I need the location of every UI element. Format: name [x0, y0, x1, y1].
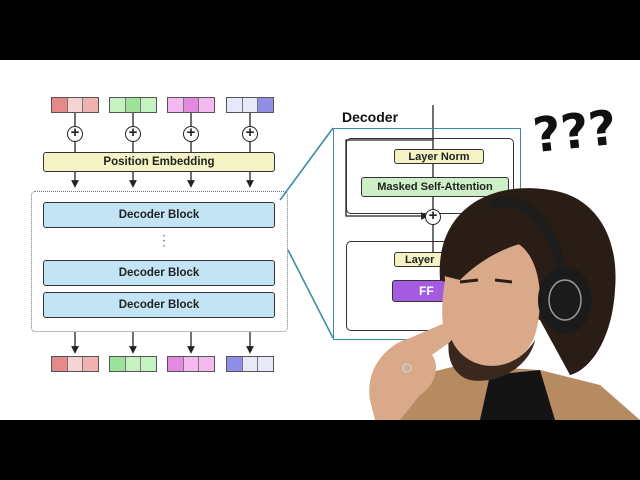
zoom-line-bottom [287, 249, 334, 339]
input-arrows [71, 113, 254, 354]
input-token-blue [226, 97, 274, 113]
add-circle-icon: + [183, 125, 199, 142]
output-token-red [51, 356, 99, 372]
turtleneck [480, 370, 555, 420]
output-token-green [109, 356, 157, 372]
decoder-block-label: Decoder Block [118, 209, 200, 221]
layer-norm-label-partial: Layer [405, 253, 435, 266]
layer-norm-label: Layer Norm [408, 150, 470, 163]
hand [369, 323, 455, 420]
add-circle-icon: + [67, 125, 83, 142]
decoder-block-label: Decoder Block [118, 299, 200, 311]
layer-norm-block: Layer Norm [394, 149, 484, 164]
position-embedding-block: Position Embedding [43, 152, 275, 172]
decoder-block: Decoder Block [43, 260, 275, 286]
ffn-label-partial: FF [419, 284, 434, 298]
input-token-green [109, 97, 157, 113]
presenter-photo [369, 188, 640, 420]
question-marks: ??? [530, 99, 620, 165]
position-embedding-label: Position Embedding [103, 156, 215, 168]
add-circle-icon: + [242, 125, 258, 142]
video-frame: + + + + Position Embedding Decoder Block… [0, 60, 640, 420]
decoder-title: Decoder [342, 109, 399, 125]
add-circle-icon: + [125, 125, 141, 142]
decoder-block: Decoder Block [43, 202, 275, 228]
beard [448, 335, 535, 381]
residual-add-icon: + [425, 208, 441, 225]
zoom-line-top [279, 127, 334, 201]
stack-ellipsis: ⋮ [157, 232, 171, 248]
ring [402, 363, 412, 373]
output-token-blue [226, 356, 274, 372]
decoder-block-label: Decoder Block [118, 267, 200, 279]
input-token-magenta [167, 97, 215, 113]
masked-self-attention-label: Masked Self-Attention [377, 181, 493, 193]
decoder-stack [31, 191, 288, 332]
input-token-red [51, 97, 99, 113]
output-token-magenta [167, 356, 215, 372]
decoder-block: Decoder Block [43, 292, 275, 318]
headphone-cup [538, 266, 592, 334]
masked-self-attention-block: Masked Self-Attention [361, 177, 509, 197]
